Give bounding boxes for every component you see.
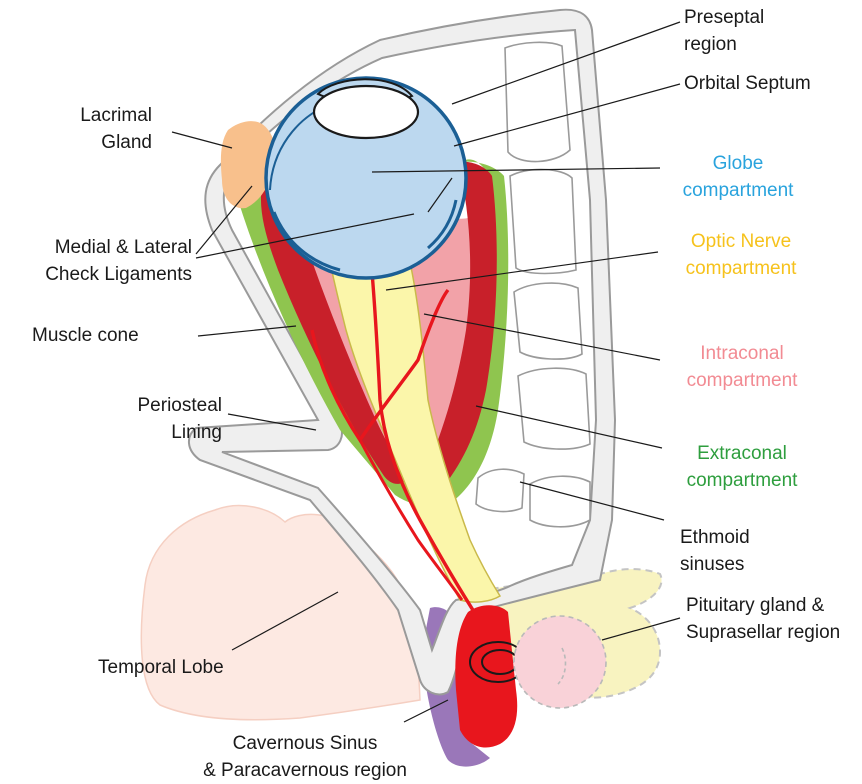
lens-shape xyxy=(314,86,418,138)
label-temporal: Temporal Lobe xyxy=(98,654,224,681)
label-ethmoid: Ethmoid sinuses xyxy=(680,524,750,578)
ethmoid-cell-3 xyxy=(514,283,582,359)
leader-lacrimal xyxy=(172,132,232,148)
label-muscle-cone: Muscle cone xyxy=(32,322,139,349)
label-extraconal: Extraconal compartment xyxy=(672,440,812,494)
label-orbital-septum: Orbital Septum xyxy=(684,70,811,97)
ethmoid-cell-6 xyxy=(530,476,590,527)
carotid-artery-shape xyxy=(455,605,517,747)
label-globe: Globe compartment xyxy=(672,150,804,204)
ethmoid-cell-1 xyxy=(505,42,570,161)
label-lacrimal: Lacrimal Gland xyxy=(60,102,152,156)
label-ligaments: Medial & Lateral Check Ligaments xyxy=(12,234,192,288)
label-optic-nerve: Optic Nerve compartment xyxy=(670,228,812,282)
pituitary-gland-shape xyxy=(514,616,606,708)
ethmoid-cell-2 xyxy=(510,169,576,273)
ethmoid-cell-4 xyxy=(518,368,590,449)
label-intraconal: Intraconal compartment xyxy=(672,340,812,394)
temporal-lobe-shape xyxy=(141,506,420,720)
label-periosteal: Periosteal Lining xyxy=(104,392,222,446)
ethmoid-cell-5 xyxy=(476,469,524,511)
label-cavernous: Cavernous Sinus & Paracavernous region xyxy=(200,730,410,784)
label-preseptal: Preseptal region xyxy=(684,4,764,58)
label-pituitary: Pituitary gland & Suprasellar region xyxy=(686,592,840,646)
